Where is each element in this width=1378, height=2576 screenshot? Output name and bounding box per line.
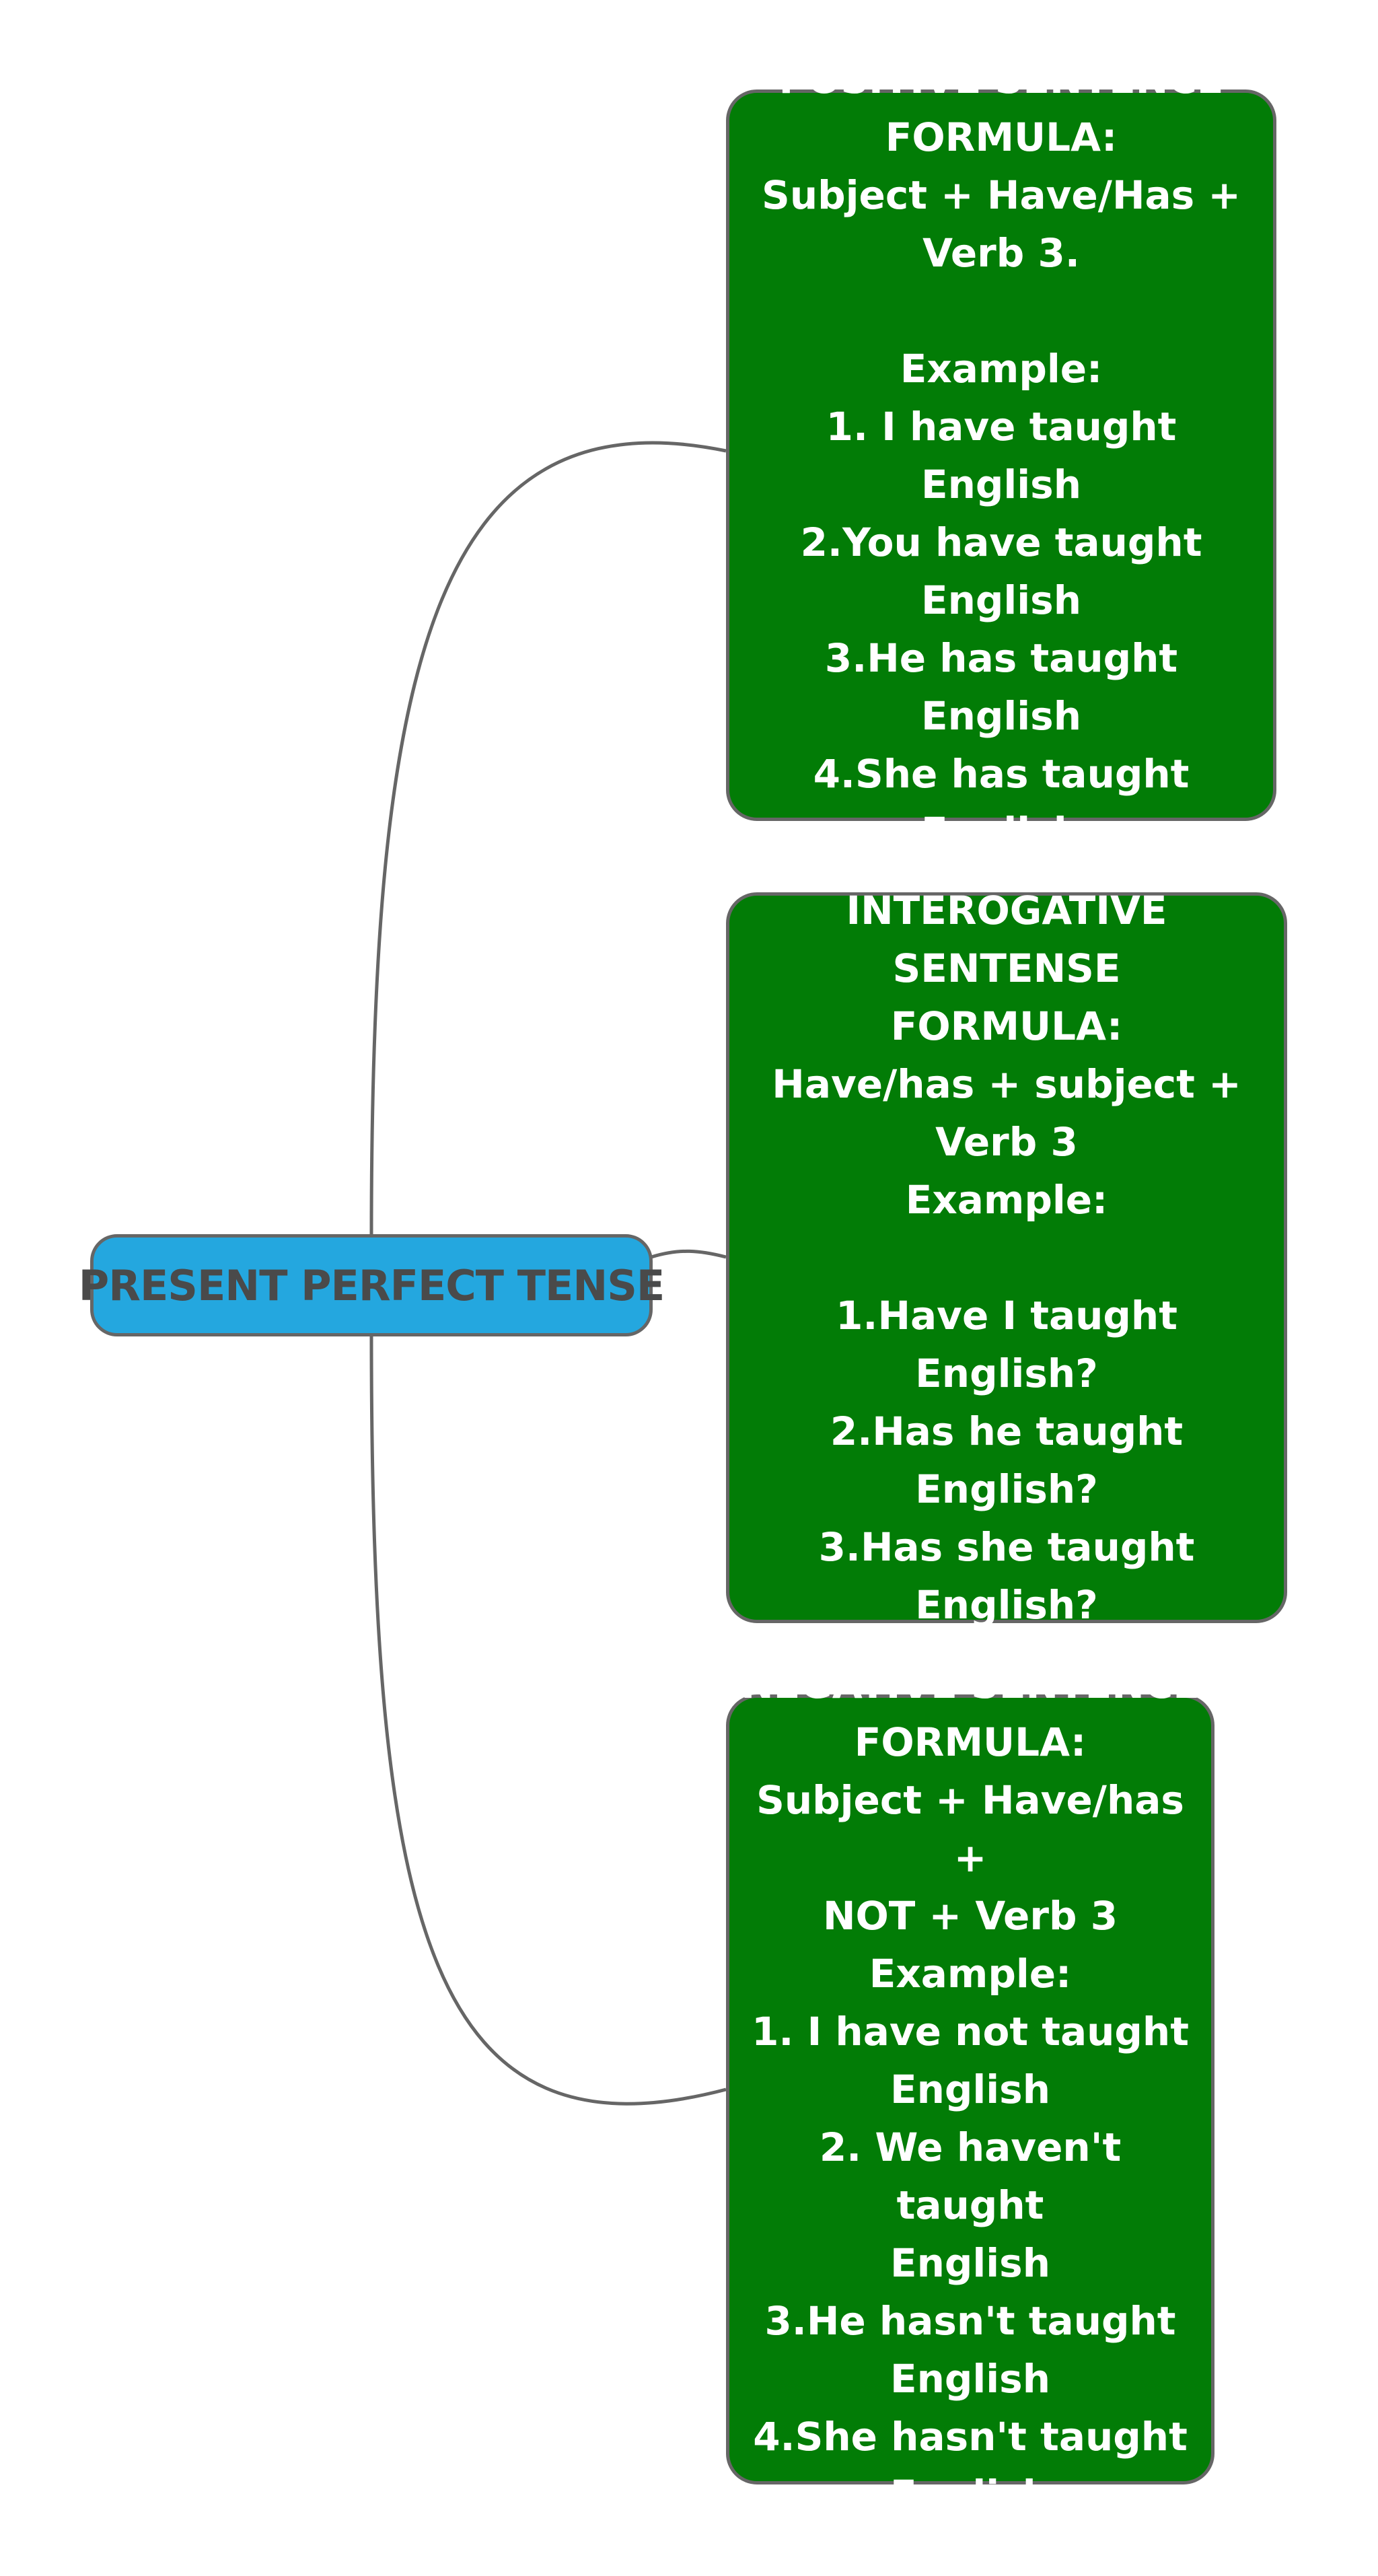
root-node-present-perfect-tense[interactable]: PRESENT PERFECT TENSE (79, 1234, 665, 1336)
connector-positive (369, 441, 727, 1235)
branch-node-interrogative-text: INTEROGATIVE SENTENSE FORMULA: Have/has … (772, 888, 1241, 1628)
connector-interrogative (651, 1249, 727, 1259)
branch-node-negative-sentence[interactable]: NEGATIVE SENTENCE FORMULA: Subject + Hav… (726, 1661, 1214, 2517)
connector-negative (369, 1336, 727, 2106)
root-node-label: PRESENT PERFECT TENSE (78, 1260, 665, 1310)
branch-node-negative-text: NEGATIVE SENTENCE FORMULA: Subject + Hav… (741, 1661, 1200, 2517)
branch-node-positive-sentence[interactable]: POSITIVE SENTENCE FORMULA: Subject + Hav… (726, 57, 1276, 855)
branch-node-positive-text: POSITIVE SENTENCE FORMULA: Subject + Hav… (762, 56, 1241, 855)
branch-node-interrogative-sentence[interactable]: INTEROGATIVE SENTENSE FORMULA: Have/has … (726, 888, 1287, 1628)
